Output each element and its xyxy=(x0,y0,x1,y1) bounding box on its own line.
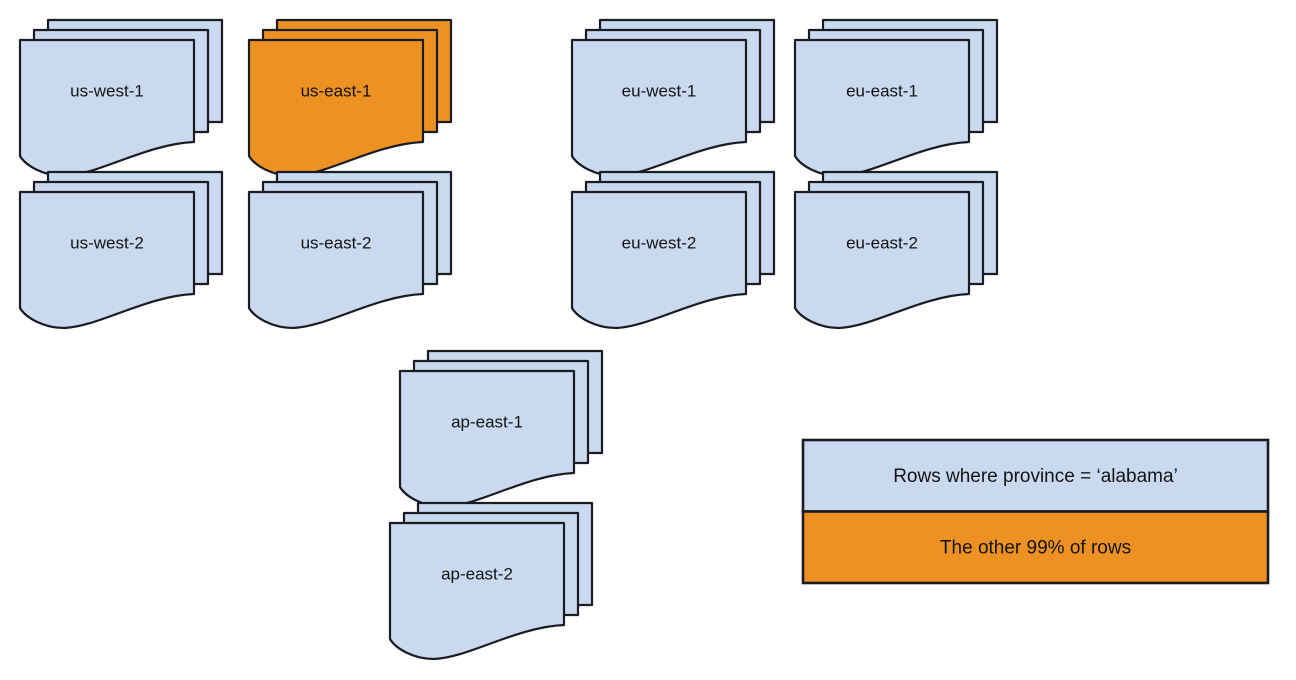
legend-row-orange-text: The other 99% of rows xyxy=(940,537,1131,558)
region-label-us-east-2: us-east-2 xyxy=(301,233,372,252)
legend-row-blue: Rows where province = ‘alabama’ xyxy=(801,438,1270,513)
region-stack-ap-east-2[interactable]: ap-east-2 xyxy=(388,501,594,661)
region-label-eu-west-2: eu-west-2 xyxy=(622,233,697,252)
stack-sheet-front xyxy=(247,38,425,178)
legend: Rows where province = ‘alabama’ The other… xyxy=(801,438,1270,585)
stack-sheet-front xyxy=(18,190,196,330)
region-label-us-west-1: us-west-1 xyxy=(70,81,144,100)
stack-sheet-front xyxy=(793,38,971,178)
region-label-eu-east-1: eu-east-1 xyxy=(846,81,918,100)
region-label-ap-east-2: ap-east-2 xyxy=(441,564,513,583)
region-stack-us-east-1[interactable]: us-east-1 xyxy=(247,18,453,178)
region-stack-ap-east-1[interactable]: ap-east-1 xyxy=(398,349,604,509)
region-label-eu-east-2: eu-east-2 xyxy=(846,233,918,252)
region-stack-layer: us-west-1 us-east-1 eu-west-1 eu-east-1 us-w… xyxy=(18,18,999,661)
region-stack-us-west-2[interactable]: us-west-2 xyxy=(18,170,224,330)
region-stack-eu-west-2[interactable]: eu-west-2 xyxy=(570,170,776,330)
stack-sheet-front xyxy=(570,38,748,178)
legend-row-orange: The other 99% of rows xyxy=(801,510,1270,585)
region-label-eu-west-1: eu-west-1 xyxy=(622,81,697,100)
region-stack-us-west-1[interactable]: us-west-1 xyxy=(18,18,224,178)
stack-sheet-front xyxy=(793,190,971,330)
region-stack-us-east-2[interactable]: us-east-2 xyxy=(247,170,453,330)
stack-sheet-front xyxy=(570,190,748,330)
region-stack-eu-west-1[interactable]: eu-west-1 xyxy=(570,18,776,178)
region-stack-eu-east-1[interactable]: eu-east-1 xyxy=(793,18,999,178)
legend-row-blue-text: Rows where province = ‘alabama’ xyxy=(893,466,1178,487)
legend-row-orange-swatch xyxy=(801,510,1270,585)
region-stack-eu-east-2[interactable]: eu-east-2 xyxy=(793,170,999,330)
region-label-ap-east-1: ap-east-1 xyxy=(451,412,523,431)
stack-sheet-front xyxy=(388,521,566,661)
region-label-us-west-2: us-west-2 xyxy=(70,233,144,252)
stack-sheet-front xyxy=(18,38,196,178)
region-label-us-east-1: us-east-1 xyxy=(301,81,372,100)
legend-row-blue-swatch xyxy=(801,438,1270,513)
stack-sheet-front xyxy=(398,369,576,509)
stack-sheet-front xyxy=(247,190,425,330)
